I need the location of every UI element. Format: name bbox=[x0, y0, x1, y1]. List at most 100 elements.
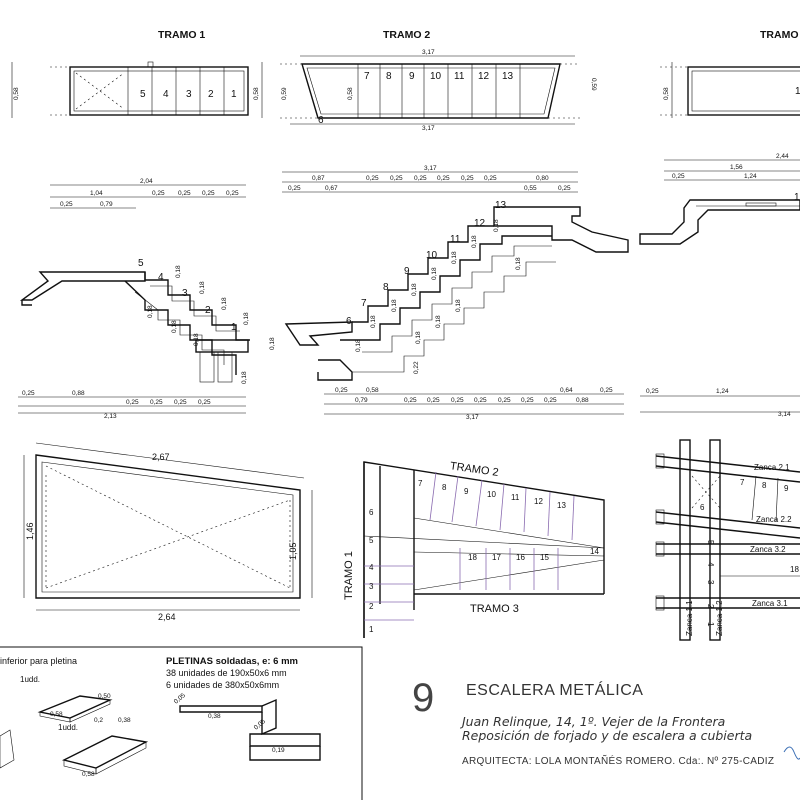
pletina-udd-1: 1udd. bbox=[20, 675, 40, 684]
t2-length-top: 3,17 bbox=[422, 49, 435, 56]
t1-dim-0,25d: 0,25 bbox=[202, 190, 215, 197]
t2-dim-0,25e: 0,25 bbox=[461, 175, 474, 182]
sp-step-15: 15 bbox=[540, 553, 549, 562]
t1-elev-step-4: 4 bbox=[158, 272, 164, 283]
t2-plan-step-13: 13 bbox=[502, 71, 514, 82]
t2-dim-0,25c: 0,25 bbox=[414, 175, 427, 182]
pletinas-detail: inferior para pletina 1udd. 0,50 0,58 1u… bbox=[0, 646, 363, 800]
t2-elev-step-8: 8 bbox=[383, 282, 389, 293]
t2-riser-4: 0,18 bbox=[431, 267, 438, 280]
sp-step-8: 8 bbox=[442, 483, 447, 492]
t2-dim-0,67: 0,67 bbox=[325, 185, 338, 192]
sp-step-1: 1 bbox=[369, 625, 374, 634]
stair-plan-tramo3: TRAMO 3 bbox=[470, 603, 519, 615]
t2-bot-0,25g: 0,25 bbox=[521, 397, 534, 404]
t2-dim-0,25g: 0,25 bbox=[288, 185, 301, 192]
slab-dim-bottom: 2,64 bbox=[158, 612, 176, 622]
t1-width-left: 0,58 bbox=[13, 87, 20, 100]
zp-step-4: 4 bbox=[706, 562, 715, 567]
zp-step-8: 8 bbox=[762, 481, 767, 490]
t2-bot-0,25d: 0,25 bbox=[451, 397, 464, 404]
zancas-plan: Zanca 2.1 Zanca 2.2 Zanca 3.2 Zanca 3.1 … bbox=[655, 439, 800, 641]
t2-bot-0,25i: 0,25 bbox=[600, 387, 613, 394]
t1-riser-9: 0,18 bbox=[241, 371, 248, 384]
t2-width-outer: 0,59 bbox=[281, 87, 288, 100]
t3-dim-0,25: 0,25 bbox=[672, 173, 685, 180]
t1-step-1: 1 bbox=[231, 89, 237, 100]
t1-bot-2,13: 2,13 bbox=[104, 413, 117, 420]
slab-plan: 2,67 1,46 1,05 2,64 bbox=[23, 442, 313, 622]
t2-riser-5: 0,18 bbox=[451, 251, 458, 264]
zanca-1-2: Zanca 1.2 bbox=[715, 600, 724, 636]
plan-tramo2: 3,17 3,17 7 8 9 10 11 12 13 6 0,59 0,58 … bbox=[280, 49, 597, 132]
elevation-tramo1: 2,04 1,04 0,25 0,79 0,25 0,25 0,25 0,25 … bbox=[18, 178, 276, 420]
t2-dim-0,25f: 0,25 bbox=[484, 175, 497, 182]
pletina-d-019: 0,19 bbox=[272, 747, 285, 754]
t2-bot-0,79: 0,79 bbox=[355, 397, 368, 404]
t1-bot-0,25: 0,25 bbox=[22, 390, 35, 397]
zp-step-3: 3 bbox=[706, 580, 715, 585]
plan-tramo1: 5 4 3 2 1 0,58 0,58 bbox=[11, 61, 263, 118]
t3-plan-step-1: 1 bbox=[795, 86, 800, 97]
t1-dim-0,25e: 0,25 bbox=[226, 190, 239, 197]
t2-elev-step-13: 13 bbox=[495, 200, 507, 211]
t1-step-2: 2 bbox=[208, 89, 214, 100]
pletina-d-050: 0,50 bbox=[98, 693, 111, 700]
t1-elev-step-5: 5 bbox=[138, 258, 144, 269]
zp-step-1: 1 bbox=[706, 622, 715, 627]
title-block: 9 ESCALERA METÁLICA Juan Relinque, 14, 1… bbox=[410, 670, 800, 800]
zp-step-9: 9 bbox=[784, 484, 789, 493]
t1-riser-6: 0,18 bbox=[171, 320, 178, 333]
sp-step-18: 18 bbox=[468, 553, 477, 562]
t2-elev-step-11: 11 bbox=[450, 234, 461, 245]
t3-bot-3,14: 3,14 bbox=[778, 411, 791, 418]
t1-dim-0,25c: 0,25 bbox=[178, 190, 191, 197]
t2-plan-step-6: 6 bbox=[318, 115, 324, 126]
project-address: Juan Relinque, 14, 1º. Vejer de la Front… bbox=[462, 714, 726, 729]
sp-step-16: 16 bbox=[516, 553, 525, 562]
zanca-3-2: Zanca 3.2 bbox=[750, 545, 786, 554]
t2-riser-9: 0,18 bbox=[435, 315, 442, 328]
zp-step-2: 2 bbox=[706, 604, 715, 609]
t2-dim-0,25b: 0,25 bbox=[390, 175, 403, 182]
pletina-d-005a: 0,05 bbox=[173, 692, 187, 706]
t2-width-right: 0,59 bbox=[590, 78, 597, 91]
architect-line: ARQUITECTA: LOLA MONTAÑÉS ROMERO. Cda:. … bbox=[462, 756, 775, 767]
t3-bot-0,25: 0,25 bbox=[646, 388, 659, 395]
t1-riser-2: 0,18 bbox=[199, 281, 206, 294]
pletina-d-038a: 0,38 bbox=[118, 717, 131, 724]
pletinas-title: PLETINAS soldadas, e: 6 mm bbox=[166, 656, 298, 667]
t3-bot-1,24: 1,24 bbox=[716, 388, 729, 395]
tramo3-title: TRAMO bbox=[760, 29, 799, 41]
sp-step-6: 6 bbox=[369, 508, 374, 517]
t2-riser-1: 0,18 bbox=[370, 315, 377, 328]
pletinas-line1: 38 unidades de 190x50x6 mm bbox=[166, 668, 287, 678]
t2-plan-step-10: 10 bbox=[430, 71, 442, 82]
elevation-tramo3: 2,44 1,56 0,25 1,24 1 0,25 1,24 3,14 bbox=[639, 153, 800, 418]
tramo2-title: TRAMO 2 bbox=[383, 29, 430, 41]
t1-step-5: 5 bbox=[140, 89, 146, 100]
t2-riser-3: 0,18 bbox=[411, 283, 418, 296]
t2-bot-0,88: 0,88 bbox=[576, 397, 589, 404]
pletina-d-058a: 0,58 bbox=[50, 711, 63, 718]
t1-bot-0,25a: 0,25 bbox=[126, 399, 139, 406]
pletina-left-title: inferior para pletina bbox=[0, 656, 77, 666]
t2-plan-step-7: 7 bbox=[364, 71, 370, 82]
slab-dim-right: 1,05 bbox=[288, 542, 298, 560]
t2-plan-step-8: 8 bbox=[386, 71, 392, 82]
sp-step-3: 3 bbox=[369, 582, 374, 591]
t2-dim-0,25h: 0,25 bbox=[558, 185, 571, 192]
t2-bot-0,25f: 0,25 bbox=[498, 397, 511, 404]
t1-bot-0,25d: 0,25 bbox=[198, 399, 211, 406]
sp-step-10: 10 bbox=[487, 490, 496, 499]
t3-width: 0,58 bbox=[663, 87, 670, 100]
pletinas-line2: 6 unidades de 380x50x6mm bbox=[166, 680, 279, 690]
t2-elev-step-6: 6 bbox=[346, 316, 352, 327]
t3-dim-2,44: 2,44 bbox=[776, 153, 789, 160]
t2-riser-6: 0,18 bbox=[471, 235, 478, 248]
t2-riser-13: 0,18 bbox=[355, 339, 362, 352]
t3-dim-1,56: 1,56 bbox=[730, 164, 743, 171]
t2-dim-0,25d: 0,25 bbox=[437, 175, 450, 182]
t1-bot-0,25c: 0,25 bbox=[174, 399, 187, 406]
